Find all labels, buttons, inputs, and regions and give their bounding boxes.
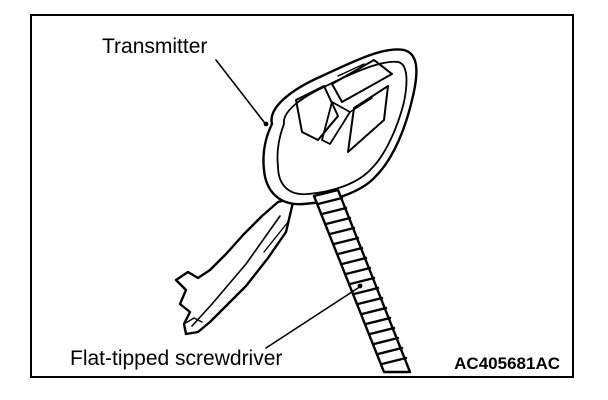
key-blade [174, 196, 296, 336]
key-transmitter-illustration [174, 48, 418, 374]
transmitter-head [262, 48, 418, 206]
figure-code: AC405681AC [454, 354, 560, 373]
screwdriver-leader-dot [357, 283, 363, 289]
center-button-icon [321, 101, 351, 145]
transmitter-label: Transmitter [102, 35, 208, 58]
lock-button-icon [295, 85, 339, 141]
panic-button-icon [331, 59, 393, 103]
screwdriver-leader-line [265, 287, 359, 349]
screwdriver-label: Flat-tipped screwdriver [70, 347, 283, 370]
flat-tipped-screwdriver [312, 188, 412, 374]
unlock-button-icon [347, 85, 389, 153]
transmitter-leader-dot [263, 121, 269, 127]
transmitter-leader-line [215, 59, 265, 123]
figure-frame: Transmitter Flat-tipped screwdriver AC40… [30, 14, 574, 378]
